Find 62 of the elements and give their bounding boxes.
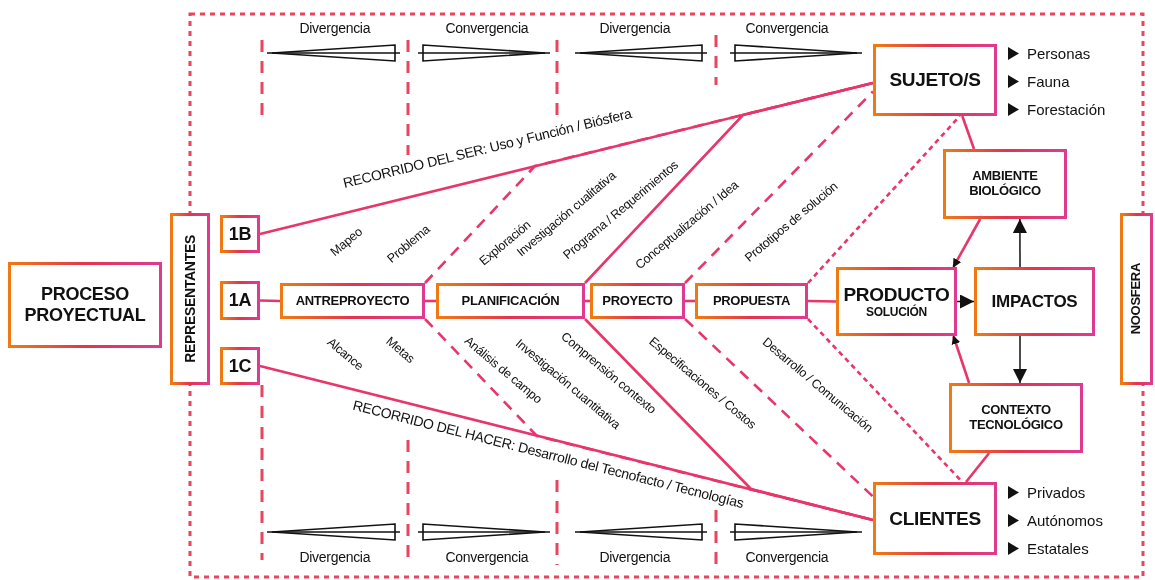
process-box bbox=[170, 213, 210, 385]
process-box bbox=[8, 262, 162, 348]
phase-heading: Convergencia bbox=[745, 549, 829, 565]
connector-line bbox=[965, 452, 991, 483]
phase-heading: Convergencia bbox=[745, 20, 829, 36]
connector-line bbox=[259, 299, 281, 303]
process-box bbox=[873, 44, 997, 116]
node-label: PROPUESTA bbox=[712, 293, 791, 309]
phase-heading: Convergencia bbox=[445, 20, 529, 36]
node-label: CLIENTES bbox=[889, 507, 981, 530]
phase-heading: Divergencia bbox=[599, 549, 671, 565]
process-box bbox=[695, 283, 808, 319]
process-box bbox=[873, 482, 997, 555]
connector-line bbox=[584, 81, 874, 284]
connector-line bbox=[807, 115, 961, 284]
list-item: Fauna bbox=[1027, 72, 1070, 90]
node-label: NOOSFERA bbox=[1129, 263, 1144, 335]
connector-line bbox=[684, 90, 874, 284]
process-box bbox=[436, 283, 585, 319]
process-box bbox=[280, 283, 425, 319]
connector-line bbox=[807, 299, 837, 303]
node-label: 1A bbox=[228, 290, 252, 311]
connector-line bbox=[584, 318, 874, 522]
process-box bbox=[220, 215, 260, 253]
connector-line bbox=[961, 115, 976, 150]
node-label: 1C bbox=[228, 355, 252, 377]
node-label: CONTEXTO TECNOLÓGICO bbox=[968, 403, 1064, 433]
process-box bbox=[590, 283, 685, 319]
list-item: Privados bbox=[1027, 483, 1086, 501]
process-box bbox=[1120, 213, 1153, 385]
node-label: REPRESENTANTES bbox=[181, 235, 199, 363]
node-label: IMPACTOS bbox=[991, 291, 1078, 312]
node-label: SUJETO/S bbox=[889, 69, 981, 91]
process-box bbox=[949, 383, 1083, 453]
phase-heading: Divergencia bbox=[299, 20, 371, 36]
phase-heading: Divergencia bbox=[599, 20, 671, 36]
node-label: PLANIFICACIÓN bbox=[461, 293, 560, 309]
arrow bbox=[956, 294, 975, 309]
process-box bbox=[943, 149, 1067, 219]
arrow bbox=[1012, 218, 1027, 268]
node-label: SOLUCIÓN bbox=[866, 305, 927, 320]
node-label: AMBIENTE BIOLÓGICO bbox=[968, 169, 1042, 199]
node-label: PRODUCTO bbox=[843, 283, 950, 305]
process-box bbox=[836, 267, 957, 336]
process-box bbox=[220, 281, 260, 320]
node-label: 1B bbox=[228, 223, 252, 245]
list-item: Personas bbox=[1027, 44, 1091, 62]
node-label: ANTREPROYECTO bbox=[295, 293, 410, 309]
process-box bbox=[220, 347, 260, 385]
node-label: PROCESO PROYECTUAL bbox=[23, 284, 147, 326]
arrow bbox=[951, 335, 971, 384]
process-box bbox=[974, 267, 1095, 336]
list-item: Autónomos bbox=[1027, 511, 1103, 529]
list-item: Forestación bbox=[1027, 100, 1106, 118]
arrow bbox=[1013, 335, 1027, 384]
arrow bbox=[952, 218, 982, 268]
connector-line bbox=[807, 318, 964, 483]
node-label: PROYECTO bbox=[602, 293, 673, 309]
list-item: Estatales bbox=[1027, 539, 1089, 557]
phase-heading: Convergencia bbox=[445, 549, 529, 565]
phase-heading: Divergencia bbox=[299, 549, 371, 565]
connector-line bbox=[684, 318, 874, 498]
